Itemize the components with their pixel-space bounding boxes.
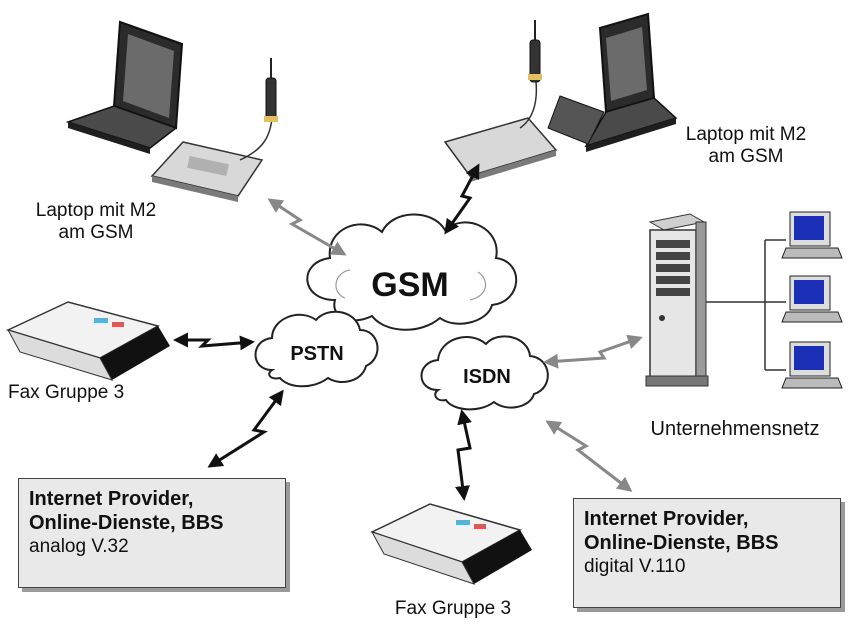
provider-digital-line2: Online-Dienste, BBS [584,532,779,554]
laptop-right-label-line2: am GSM [708,146,784,167]
mobile-phone-left-icon [264,58,278,122]
laptop-right-icon [547,12,678,152]
server-icon [645,213,709,387]
pstn-label: PSTN [290,343,343,365]
fax-left-label: Fax Gruppe 3 [8,382,125,403]
provider-digital-box: Internet Provider, Online-Dienste, BBS d… [573,498,841,608]
laptop-left-label-line2: am GSM [58,222,134,243]
link-laptop-right-gsm [444,163,480,235]
mobile-phone-right-icon [528,20,542,83]
provider-digital-protocol: digital V.110 [584,556,686,577]
gsm-label: GSM [371,266,448,304]
workstation-2-icon [781,275,843,323]
link-isdn-provider-digital [545,420,633,492]
fax-bottom-icon [370,503,532,585]
provider-analog-box: Internet Provider, Online-Dienste, BBS a… [18,478,286,588]
fax-bottom-label: Fax Gruppe 3 [394,598,512,619]
corporate-network-label: Unternehmensnetz [650,418,820,440]
laptop-right-label-line1: Laptop mit M2 [685,124,807,145]
laptop-left-icon [65,20,184,154]
gsm-modem-left-icon [150,117,273,202]
lan-connections [706,239,786,371]
workstation-1-icon [781,211,843,259]
gsm-modem-right-icon [443,81,558,182]
provider-digital-line1: Internet Provider, [584,508,749,530]
pstn-cloud: PSTN [254,310,379,388]
link-server-isdn [543,334,643,369]
gsm-cloud: GSM [306,213,518,331]
isdn-cloud: ISDN [420,335,549,411]
link-fax-left-pstn [173,332,255,351]
link-pstn-provider-analog [207,389,284,468]
isdn-label: ISDN [463,366,511,388]
link-isdn-fax-bottom [455,409,472,501]
fax-left-icon [5,301,170,381]
laptop-left-label-line1: Laptop mit M2 [35,200,157,221]
provider-analog-protocol: analog V.32 [29,536,129,557]
provider-analog-line2: Online-Dienste, BBS [29,512,224,534]
workstation-3-icon [781,341,843,389]
provider-analog-line1: Internet Provider, [29,488,194,510]
link-laptop-left-gsm [267,198,347,256]
laptop-right-label: Laptop mit M2 am GSM [676,124,816,168]
laptop-left-label: Laptop mit M2 am GSM [26,200,166,244]
